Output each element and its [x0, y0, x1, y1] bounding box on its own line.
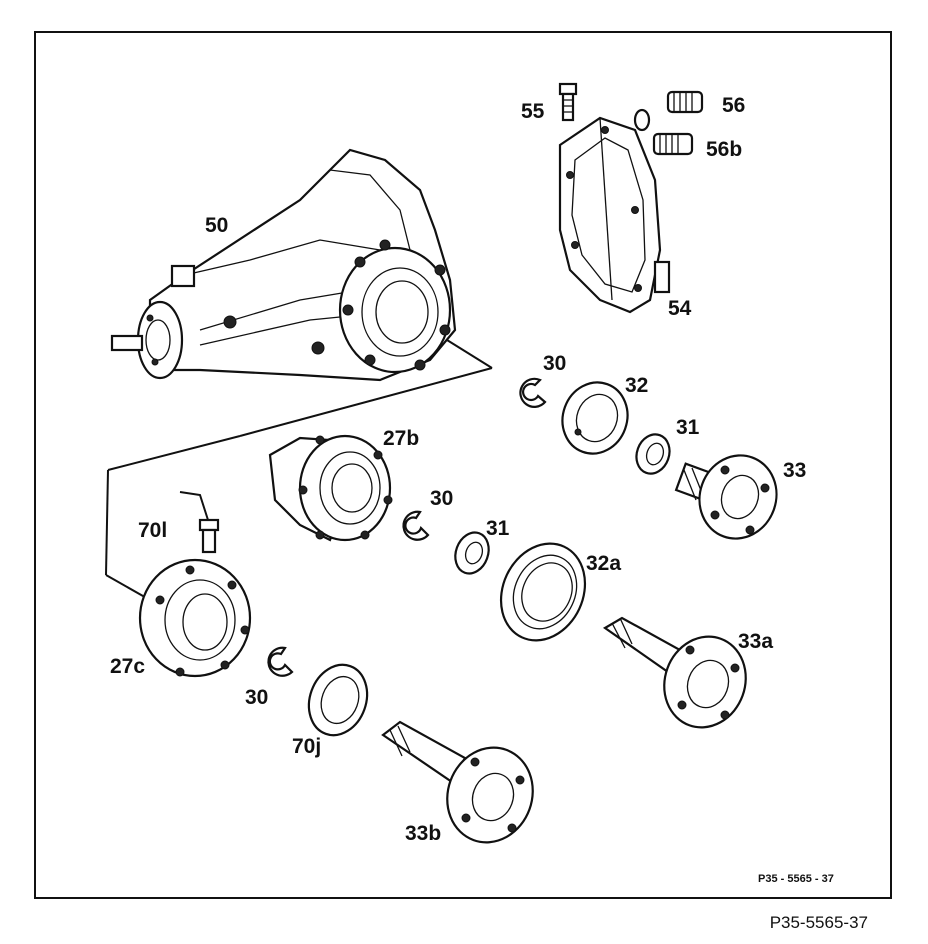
- label-27b: 27b: [383, 427, 419, 450]
- label-70j: 70j: [292, 735, 321, 758]
- part-circlip-30-mid: [402, 510, 430, 541]
- diagram-frame: [34, 31, 892, 899]
- part-circlip-30-top: [519, 377, 547, 408]
- part-bearing-housing-27c: [138, 558, 252, 678]
- part-seal-31-mid: [454, 531, 490, 575]
- part-bearing-70j: [307, 663, 369, 737]
- part-plug-55: [558, 82, 578, 122]
- label-54: 54: [668, 297, 692, 320]
- label-56b: 56b: [706, 138, 742, 161]
- part-labels: 50 55 56 56b 54 30 32 31 33 27b 30 31 32…: [110, 94, 834, 885]
- label-50: 50: [205, 214, 228, 237]
- leader-lines: [105, 339, 493, 601]
- label-30-top: 30: [543, 352, 566, 375]
- label-30-bottom: 30: [245, 686, 268, 709]
- part-flange-shaft-33b: [381, 720, 534, 844]
- label-27c: 27c: [110, 655, 145, 678]
- part-bearing-housing-27b: [268, 434, 393, 542]
- part-rear-cover: [558, 116, 671, 314]
- label-33b: 33b: [405, 822, 441, 845]
- label-31-top: 31: [676, 416, 700, 439]
- label-56: 56: [722, 94, 745, 117]
- part-screws-56: [633, 90, 704, 156]
- label-30-mid: 30: [430, 487, 453, 510]
- label-32: 32: [625, 374, 648, 397]
- label-32a: 32a: [586, 552, 621, 575]
- label-31-mid: 31: [486, 517, 510, 540]
- part-seal-31-top: [635, 433, 671, 475]
- figure-code-outer: P35-5565-37: [769, 913, 868, 932]
- part-bearing-32: [561, 381, 629, 455]
- part-differential-housing: [110, 148, 457, 382]
- part-flange-33: [674, 454, 778, 540]
- part-breather-70l: [179, 491, 220, 554]
- part-circlip-30-bottom: [267, 646, 294, 677]
- figure-code-inner: P35 - 5565 - 37: [758, 873, 834, 885]
- label-55: 55: [521, 100, 545, 123]
- label-33: 33: [783, 459, 806, 482]
- label-33a: 33a: [738, 630, 773, 653]
- label-70l: 70l: [138, 519, 167, 542]
- part-flange-shaft-33a: [602, 616, 747, 729]
- part-bearing-32a: [499, 542, 587, 642]
